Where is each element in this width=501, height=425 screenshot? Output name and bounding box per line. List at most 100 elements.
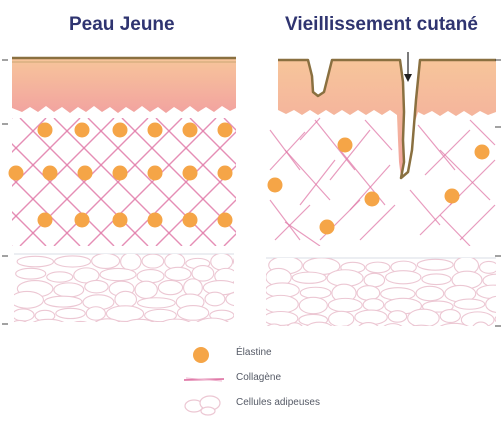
adipose-cell bbox=[55, 307, 86, 320]
collagen-fiber bbox=[274, 204, 311, 241]
adipose-cell bbox=[491, 325, 501, 339]
aging-collagen-network bbox=[269, 117, 496, 246]
legend-elastin: Élastine bbox=[182, 344, 412, 366]
adipose-cell bbox=[14, 290, 45, 309]
adipose-cell bbox=[327, 297, 363, 313]
adipose-cell bbox=[415, 285, 445, 302]
adipose-cell bbox=[176, 304, 210, 321]
collagen-fiber bbox=[359, 204, 396, 241]
adipose-cell bbox=[14, 308, 35, 322]
adipose-cell bbox=[134, 280, 158, 300]
adipose-cell bbox=[411, 324, 431, 326]
adipose-cell bbox=[439, 322, 469, 326]
adipose-cell bbox=[232, 258, 234, 265]
collagen-fiber bbox=[299, 117, 321, 141]
adipose-cell bbox=[164, 254, 186, 270]
collagen-fiber bbox=[409, 189, 441, 226]
young-collagen-network bbox=[12, 118, 236, 246]
elastin-dot bbox=[182, 212, 198, 228]
elastin-dot bbox=[147, 212, 163, 228]
elastin-dot bbox=[42, 165, 58, 181]
elastin-dot bbox=[319, 219, 335, 235]
adipose-cell bbox=[485, 295, 496, 313]
young-epidermis bbox=[12, 58, 236, 113]
adipose-cell bbox=[232, 320, 259, 335]
elastin-dot bbox=[182, 165, 198, 181]
adipose-cell bbox=[204, 291, 226, 307]
elastin-dot bbox=[74, 212, 90, 228]
legend-adipose-label: Cellules adipeuses bbox=[236, 397, 320, 408]
adipose-cell bbox=[341, 325, 350, 326]
aging-adipose-cells bbox=[266, 258, 501, 339]
elastin-dot bbox=[147, 165, 163, 181]
adipose-cell bbox=[494, 316, 496, 323]
adipose-cell bbox=[105, 305, 145, 322]
adipose-cell bbox=[114, 290, 138, 309]
aging-elastin-fibers bbox=[267, 137, 490, 235]
elastin-dot bbox=[74, 122, 90, 138]
adipose-cell bbox=[191, 265, 215, 282]
adipose-cell bbox=[327, 310, 355, 326]
collagen-fiber bbox=[189, 199, 236, 246]
adipose-cell bbox=[407, 308, 440, 326]
collagen-fiber bbox=[87, 118, 217, 246]
elastin-dot bbox=[217, 212, 233, 228]
collagen-fiber bbox=[189, 118, 236, 165]
adipose-cell bbox=[291, 271, 327, 284]
collagen-fiber bbox=[284, 149, 331, 201]
collagen-fiber bbox=[417, 124, 456, 171]
elastin-dot bbox=[8, 165, 24, 181]
legend-adipose: Cellules adipeuses bbox=[182, 394, 412, 416]
layer-boundary-markers bbox=[2, 59, 501, 327]
adipose-cell bbox=[136, 269, 165, 284]
collagen-fiber bbox=[299, 159, 336, 206]
collagen-fiber bbox=[364, 119, 393, 151]
adipose-cell bbox=[94, 318, 121, 322]
elastin-dot bbox=[474, 144, 490, 160]
adipose-cell bbox=[385, 270, 422, 285]
collagen-fiber bbox=[12, 118, 115, 221]
adipose-cell bbox=[453, 298, 486, 310]
elastin-icon bbox=[193, 347, 209, 363]
adipose-cell bbox=[266, 323, 282, 326]
adipose-cell bbox=[266, 294, 299, 314]
elastin-dot bbox=[444, 188, 460, 204]
elastin-dot bbox=[267, 177, 283, 193]
collagen-fiber bbox=[269, 131, 306, 171]
collagen-fiber bbox=[12, 245, 13, 246]
adipose-cell bbox=[136, 297, 176, 309]
elastin-dot bbox=[364, 191, 380, 207]
collagen-fiber bbox=[314, 119, 356, 171]
collagen-fiber bbox=[269, 199, 301, 241]
adipose-cell bbox=[363, 272, 386, 288]
title-aging-skin: Vieillissement cutané bbox=[285, 14, 478, 35]
adipose-cell bbox=[365, 261, 391, 274]
elastin-dot bbox=[112, 165, 128, 181]
adipose-cell bbox=[298, 296, 328, 315]
adipose-cell bbox=[476, 284, 496, 300]
adipose-cell bbox=[15, 267, 47, 280]
adipose-cell bbox=[120, 254, 142, 271]
adipose-cell bbox=[53, 282, 85, 298]
adipose-cell bbox=[14, 319, 27, 322]
adipose-cell bbox=[306, 321, 333, 326]
adipose-cell bbox=[358, 322, 379, 326]
adipose-cell bbox=[46, 271, 74, 283]
young-elastin-fibers bbox=[8, 122, 233, 228]
adipose-cell bbox=[421, 273, 452, 286]
elastin-dot bbox=[112, 212, 128, 228]
collagen-fiber bbox=[469, 119, 496, 146]
adipose-cell bbox=[387, 310, 408, 323]
elastin-dot bbox=[37, 212, 53, 228]
adipose-cell bbox=[439, 309, 461, 324]
adipose-cell bbox=[141, 254, 165, 269]
adipose-cell bbox=[160, 318, 191, 322]
adipose-cell bbox=[53, 255, 92, 268]
collagen-fiber bbox=[12, 143, 115, 246]
adipose-cell bbox=[91, 254, 121, 269]
legend-elastin-label: Élastine bbox=[236, 347, 272, 358]
collagen-fiber bbox=[424, 129, 471, 176]
adipose-cell bbox=[84, 279, 109, 294]
aging-skin-surface bbox=[278, 58, 496, 180]
